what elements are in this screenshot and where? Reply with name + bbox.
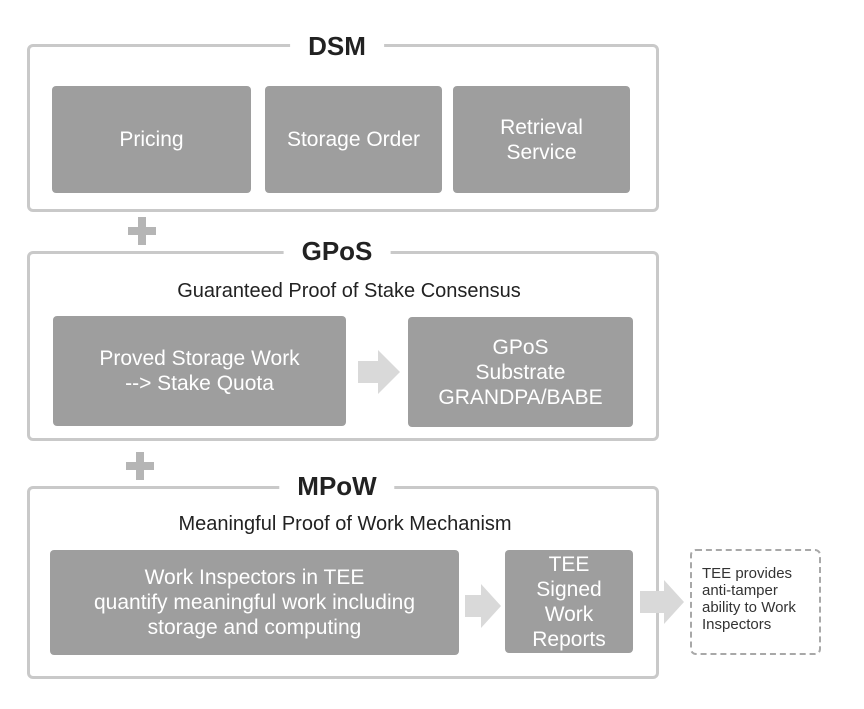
storage-order-box: Storage Order — [265, 86, 442, 193]
tee-note: TEE provides anti-tamper ability to Work… — [690, 549, 821, 655]
proved-storage-label: Proved Storage Work --> Stake Quota — [99, 347, 300, 395]
retrieval-service-box: Retrieval Service — [453, 86, 630, 193]
pricing-label: Pricing — [119, 128, 184, 151]
arrow-right-icon — [640, 580, 684, 624]
plus-icon — [128, 217, 156, 245]
mpow-title: MPoW — [279, 471, 395, 501]
tee-signed-reports-box: TEE Signed Work Reports — [505, 550, 633, 653]
dsm-title: DSM — [290, 31, 384, 61]
proved-storage-box: Proved Storage Work --> Stake Quota — [53, 316, 346, 426]
tee-signed-reports-label: TEE Signed Work Reports — [532, 552, 606, 651]
work-inspectors-label: Work Inspectors in TEE quantify meaningf… — [93, 566, 416, 639]
pricing-box: Pricing — [52, 86, 251, 193]
storage-order-label: Storage Order — [286, 128, 421, 151]
gpos-substrate-box: GPoS Substrate GRANDPA/BABE — [408, 317, 633, 427]
gpos-title: GPoS — [283, 236, 391, 266]
mpow-subtitle: Meaningful Proof of Work Mechanism — [178, 513, 512, 535]
arrow-right-icon — [465, 584, 501, 628]
gpos-subtitle: Guaranteed Proof of Stake Consensus — [177, 280, 521, 302]
arrow-right-icon — [358, 350, 400, 394]
retrieval-service-label: Retrieval Service — [500, 115, 583, 164]
work-inspectors-box: Work Inspectors in TEE quantify meaningf… — [50, 550, 459, 655]
plus-icon — [126, 452, 154, 480]
gpos-substrate-label: GPoS Substrate GRANDPA/BABE — [438, 335, 603, 409]
